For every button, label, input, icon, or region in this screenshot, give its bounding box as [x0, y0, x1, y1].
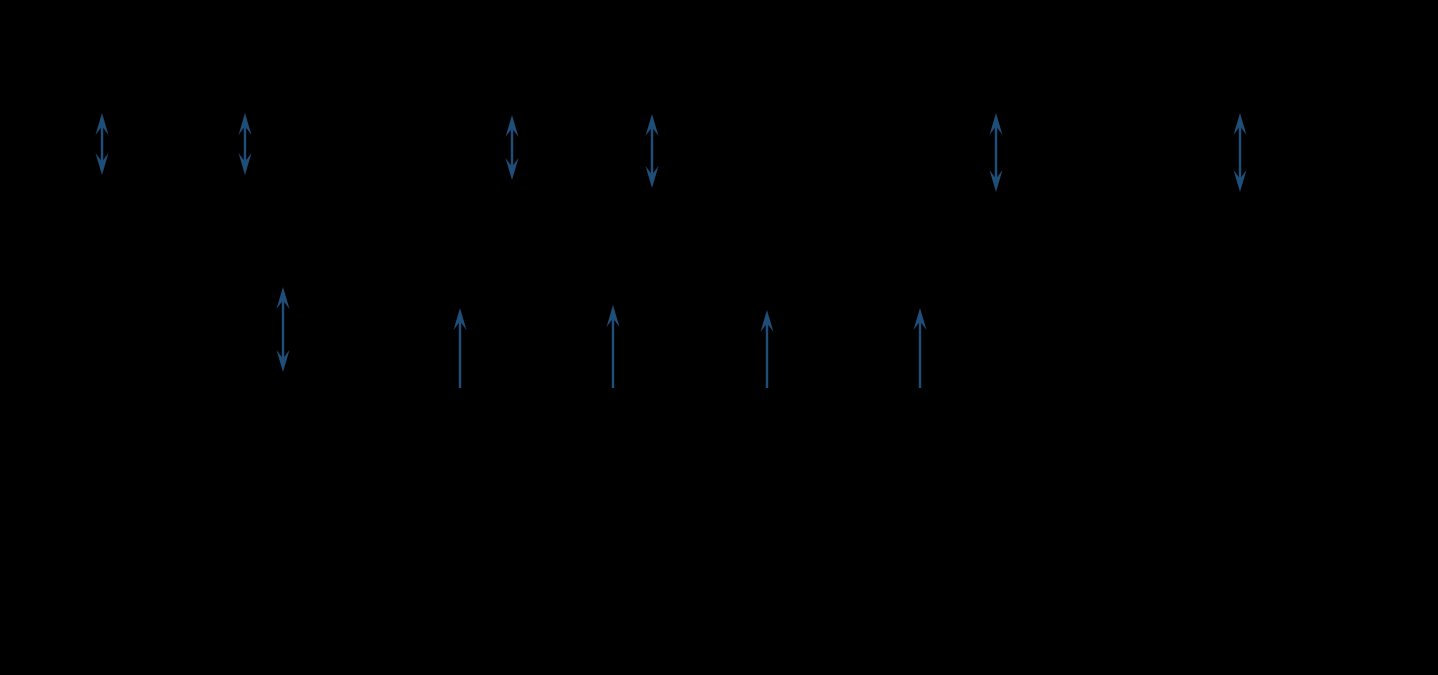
double-headed-arrow-icon — [978, 113, 1015, 192]
double-headed-arrow-icon — [634, 114, 671, 188]
double-headed-arrow-icon — [1222, 113, 1259, 192]
up-arrow-icon — [442, 308, 479, 388]
double-headed-arrow-icon — [227, 113, 264, 175]
double-headed-arrow-icon — [265, 287, 302, 372]
up-arrow-icon — [902, 308, 939, 388]
double-headed-arrow-icon — [494, 115, 531, 180]
up-arrow-icon — [595, 305, 632, 388]
double-headed-arrow-icon — [84, 113, 121, 175]
up-arrow-icon — [749, 310, 786, 388]
